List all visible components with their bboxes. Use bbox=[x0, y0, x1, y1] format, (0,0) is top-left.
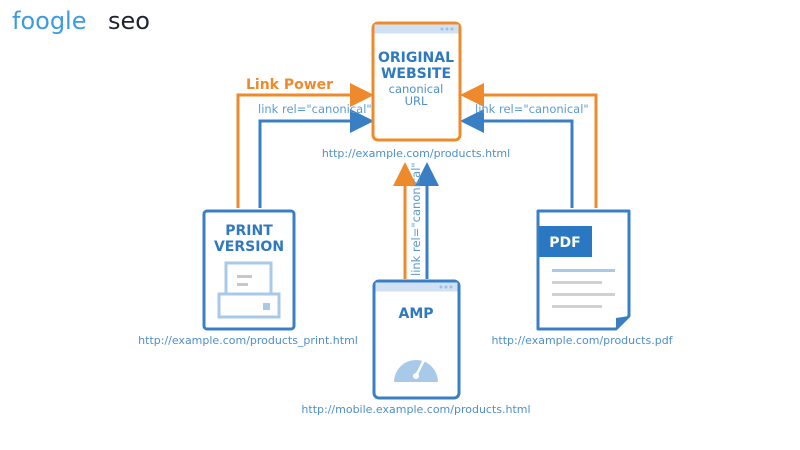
print-url: http://example.com/products_print.html bbox=[138, 334, 358, 347]
logo: foogle seo bbox=[12, 7, 150, 35]
canonical-arrow-right bbox=[460, 109, 574, 208]
document-icon bbox=[552, 269, 615, 308]
amp-box: AMP bbox=[372, 279, 461, 400]
svg-text:WEBSITE: WEBSITE bbox=[381, 66, 451, 82]
printer-icon bbox=[217, 261, 281, 319]
rel-right-label: link rel="canonical" bbox=[475, 102, 589, 116]
link-power-arrow-left bbox=[236, 83, 374, 208]
svg-text:PDF: PDF bbox=[549, 235, 580, 251]
svg-text:canonical: canonical bbox=[389, 82, 444, 96]
speedometer-icon bbox=[394, 359, 438, 382]
canonical-arrow-left bbox=[258, 109, 374, 208]
svg-text:VERSION: VERSION bbox=[214, 239, 284, 255]
svg-text:foogle: foogle bbox=[12, 7, 86, 35]
svg-text:ORIGINAL: ORIGINAL bbox=[378, 50, 454, 66]
rel-left-label: link rel="canonical" bbox=[258, 102, 372, 116]
print-version-box: PRINT VERSION bbox=[202, 209, 296, 331]
original-url: http://example.com/products.html bbox=[322, 147, 510, 160]
svg-text:AMP: AMP bbox=[398, 306, 433, 322]
pdf-box: PDF bbox=[536, 209, 631, 331]
pdf-url: http://example.com/products.pdf bbox=[491, 334, 673, 347]
svg-text:seo: seo bbox=[108, 7, 150, 35]
original-website-box: ORIGINAL WEBSITE canonical URL bbox=[371, 21, 462, 142]
svg-text:PRINT: PRINT bbox=[225, 223, 273, 239]
rel-middle-label: link rel="canonical" bbox=[409, 162, 423, 276]
svg-text:URL: URL bbox=[405, 94, 428, 108]
link-power-arrow-right bbox=[460, 83, 598, 208]
amp-url: http://mobile.example.com/products.html bbox=[301, 403, 530, 416]
link-power-label: Link Power bbox=[246, 77, 333, 93]
